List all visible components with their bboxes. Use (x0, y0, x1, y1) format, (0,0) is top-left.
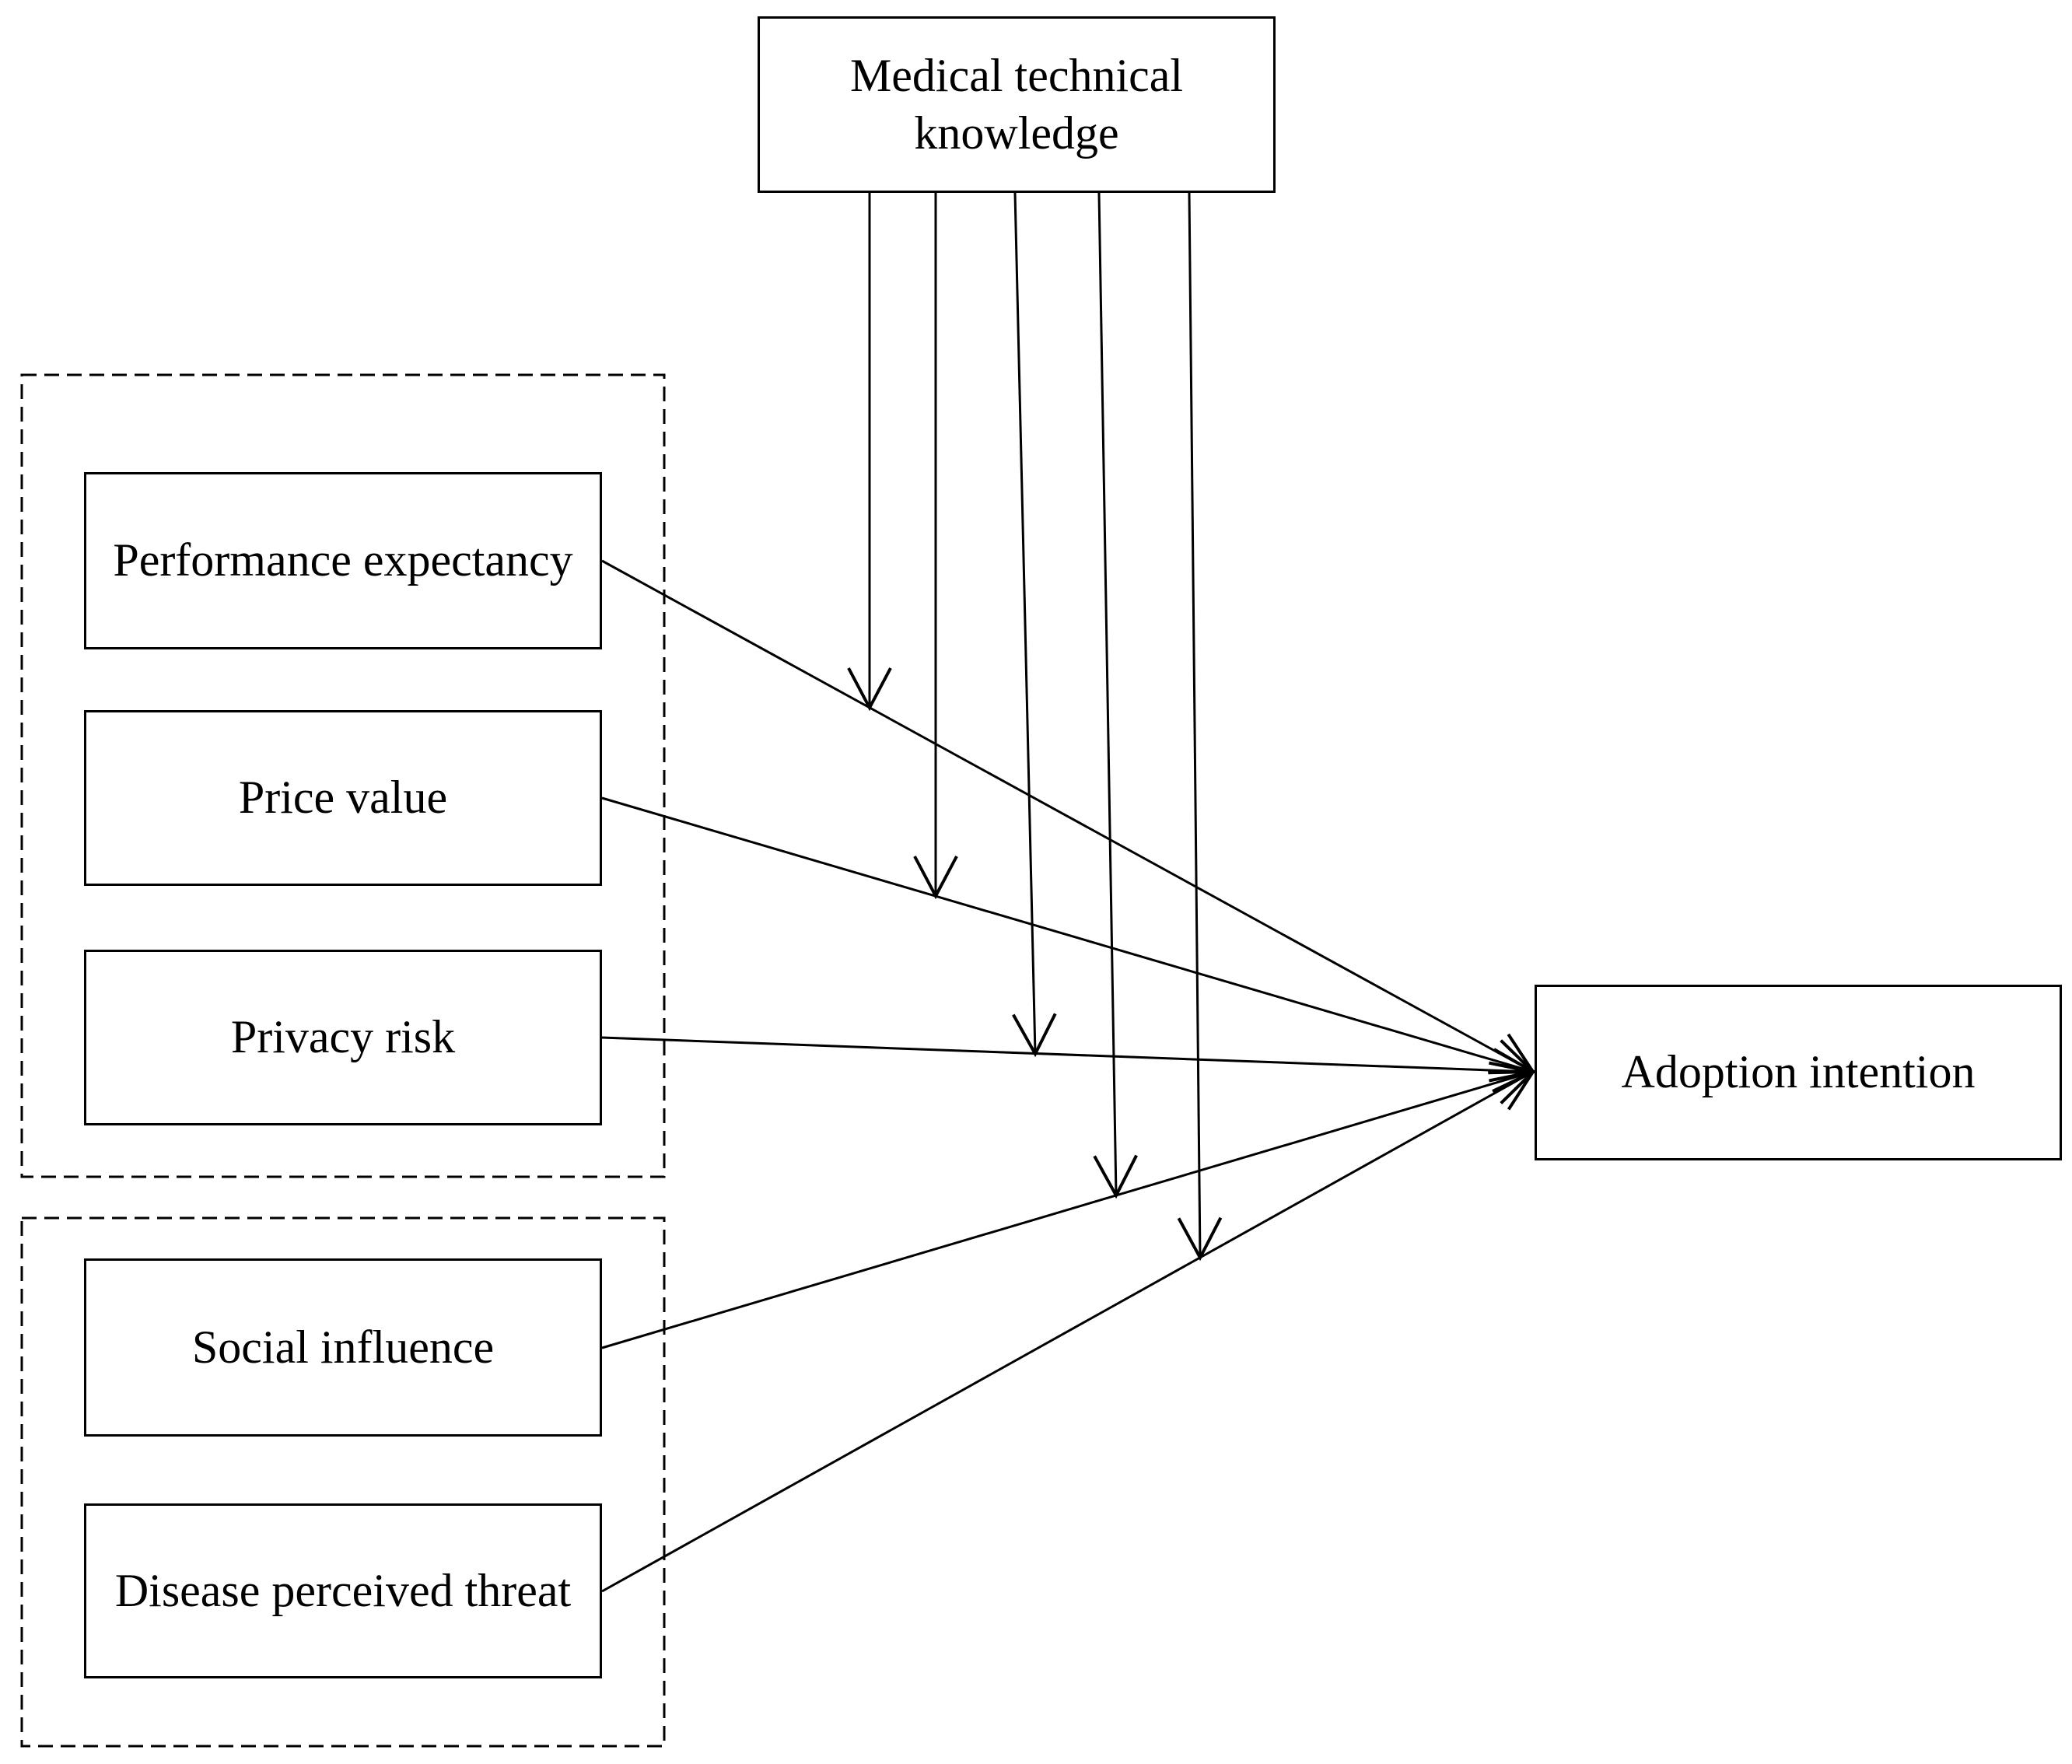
arrow-performance-to-adoption (601, 559, 1536, 1074)
node-disease-perceived-threat: Disease perceived threat (84, 1503, 602, 1678)
factor-group-frame-1 (20, 373, 666, 1178)
node-price-value: Price value (84, 710, 602, 886)
moderation-arrow-disease-path (1177, 192, 1223, 1262)
node-label: Adoption intention (1621, 1046, 1976, 1098)
arrow-privacy-to-adoption (601, 1036, 1537, 1093)
node-label: Social influence (191, 1321, 495, 1373)
arrow-disease-to-adoption (601, 1069, 1536, 1593)
arrow-price-to-adoption (601, 796, 1537, 1083)
node-label: Disease perceived threat (114, 1564, 572, 1616)
node-medical-technical-knowledge: Medical technical knowledge (758, 16, 1276, 193)
node-label: Medical technical knowledge (849, 50, 1184, 159)
node-adoption-intention: Adoption intention (1535, 985, 2062, 1160)
node-performance-expectancy: Performance expectancy (84, 472, 602, 649)
node-label: Price value (238, 772, 448, 824)
moderation-arrow-social-path (1093, 192, 1138, 1199)
factor-group-frame-2 (20, 1216, 666, 1748)
moderation-arrow-privacy-path (1012, 192, 1057, 1058)
node-privacy-risk: Privacy risk (84, 950, 602, 1125)
node-label: Privacy risk (230, 1011, 456, 1063)
arrow-social-to-adoption (601, 1061, 1537, 1349)
node-label: Performance expectancy (113, 534, 573, 586)
node-social-influence: Social influence (84, 1258, 602, 1437)
